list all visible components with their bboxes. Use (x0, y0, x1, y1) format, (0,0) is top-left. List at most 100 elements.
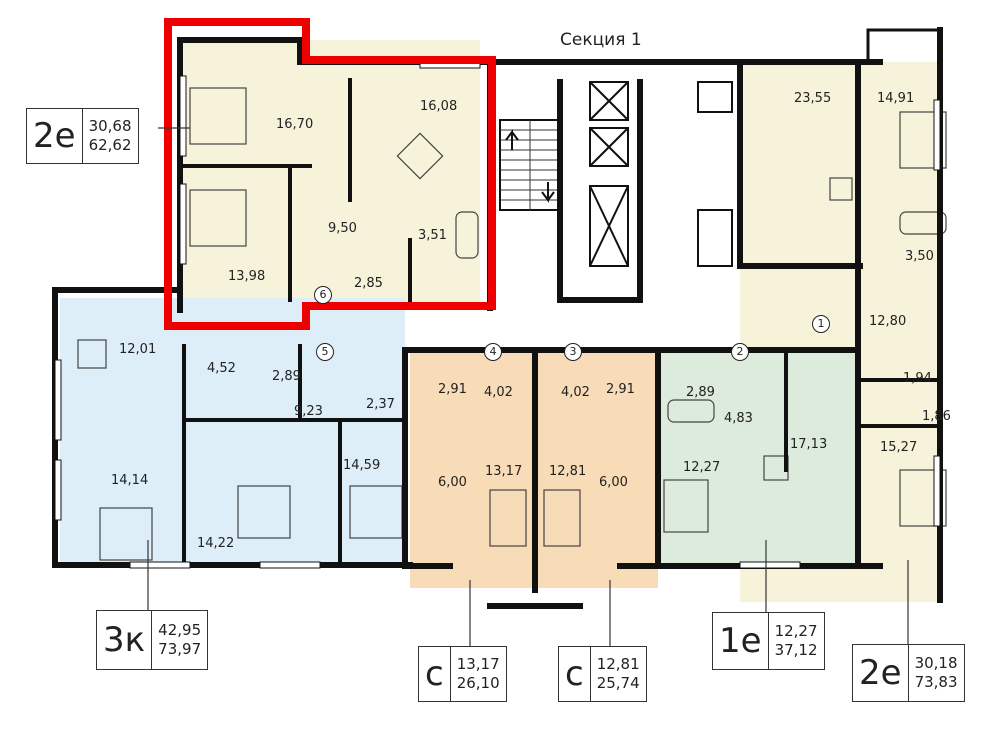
room-area-label: 12,80 (869, 314, 907, 329)
room-area-label: 9,50 (328, 221, 357, 236)
room-area-label: 4,52 (207, 361, 236, 376)
total-area: 62,62 (88, 136, 132, 154)
bed-icon (189, 189, 247, 247)
room-area-label: 15,27 (880, 440, 918, 455)
living-area: 42,95 (158, 621, 202, 639)
room-area-label: 16,08 (420, 99, 458, 114)
walls (52, 27, 943, 609)
room-area-label: 3,51 (418, 228, 447, 243)
total-area: 73,97 (158, 640, 202, 658)
apartment-1e-fill[interactable] (660, 350, 858, 566)
furniture (77, 87, 947, 561)
sofa-icon (543, 489, 581, 547)
section-title: Секция 1 (560, 30, 642, 50)
apartment-2e-top-fill[interactable] (180, 40, 480, 310)
bed-icon (189, 87, 247, 145)
room-area-label: 14,14 (111, 473, 149, 488)
apartment-type: 2е (27, 109, 83, 163)
bathtub-icon (667, 399, 715, 423)
room-area-label: 1,94 (903, 371, 932, 386)
room-area-label: 2,89 (686, 385, 715, 400)
room-area-label: 2,37 (366, 397, 395, 412)
room-area-label: 2,91 (438, 382, 467, 397)
room-area-label: 6,00 (438, 475, 467, 490)
apartment-type: с (559, 647, 591, 701)
room-area-label: 14,22 (197, 536, 235, 551)
room-area-label: 12,27 (683, 460, 721, 475)
room-area-label: 4,02 (484, 385, 513, 400)
room-area-label: 16,70 (276, 117, 314, 132)
sofa-icon (489, 489, 527, 547)
stair-down-arrow-icon (541, 182, 555, 203)
apartment-type: 1е (713, 613, 769, 669)
entrance-marker: 6 (314, 286, 332, 304)
room-area-label: 3,50 (905, 249, 934, 264)
entrance-marker: 3 (564, 343, 582, 361)
living-area: 12,27 (774, 622, 818, 640)
room-area-label: 13,17 (485, 464, 523, 479)
apartment-3k-fill[interactable] (60, 298, 405, 566)
living-area: 12,81 (596, 655, 640, 673)
total-area: 25,74 (596, 674, 640, 692)
stair-up-arrow-icon (505, 129, 519, 150)
entrance-marker: 4 (484, 343, 502, 361)
bathtub-icon (455, 211, 479, 259)
bed-icon (899, 111, 947, 169)
apartment-type: 3к (97, 611, 153, 669)
dining-table-icon (396, 132, 444, 180)
lift-shaft-1 (589, 81, 629, 121)
apartment-type: 2е (853, 645, 909, 701)
room-area-label: 6,00 (599, 475, 628, 490)
lift-shaft-3 (589, 185, 629, 267)
bathtub-icon (899, 211, 947, 235)
bed-icon (899, 469, 947, 527)
room-area-label: 17,13 (790, 437, 828, 452)
entrance-marker: 5 (316, 343, 334, 361)
entrance-marker: 2 (731, 343, 749, 361)
room-area-label: 13,98 (228, 269, 266, 284)
tag-leader-lines (147, 127, 909, 648)
total-area: 26,10 (456, 674, 500, 692)
living-area: 13,17 (456, 655, 500, 673)
room-area-label: 4,83 (724, 411, 753, 426)
living-area: 30,18 (914, 654, 958, 672)
total-area: 37,12 (774, 641, 818, 659)
selected-apartment-outline[interactable] (164, 18, 496, 330)
apartment-type: с (419, 647, 451, 701)
bed-icon (237, 485, 291, 539)
room-area-label: 12,01 (119, 342, 157, 357)
apartment-fills (60, 40, 940, 602)
apartment-c2-fill[interactable] (538, 350, 658, 588)
total-area: 73,83 (914, 673, 958, 691)
dining-table-icon (77, 339, 107, 369)
room-area-label: 14,91 (877, 91, 915, 106)
utility-shaft-1 (697, 81, 733, 113)
building-core (499, 81, 733, 267)
windows (54, 61, 941, 569)
room-area-label: 1,86 (922, 409, 951, 424)
utility-shaft-2 (697, 209, 733, 267)
room-area-label: 2,91 (606, 382, 635, 397)
living-area: 30,68 (88, 117, 132, 135)
dining-table-icon (829, 177, 853, 201)
room-area-label: 4,02 (561, 385, 590, 400)
bed-icon (99, 507, 153, 561)
bed-icon (663, 479, 709, 533)
room-area-label: 9,23 (294, 404, 323, 419)
room-area-label: 2,85 (354, 276, 383, 291)
apartment-c1-fill[interactable] (410, 350, 532, 588)
lift-shaft-2 (589, 127, 629, 167)
room-area-label: 12,81 (549, 464, 587, 479)
room-area-label: 2,89 (272, 369, 301, 384)
room-area-label: 23,55 (794, 91, 832, 106)
entrance-marker: 1 (812, 315, 830, 333)
stair-steps (500, 120, 560, 210)
room-area-label: 14,59 (343, 458, 381, 473)
